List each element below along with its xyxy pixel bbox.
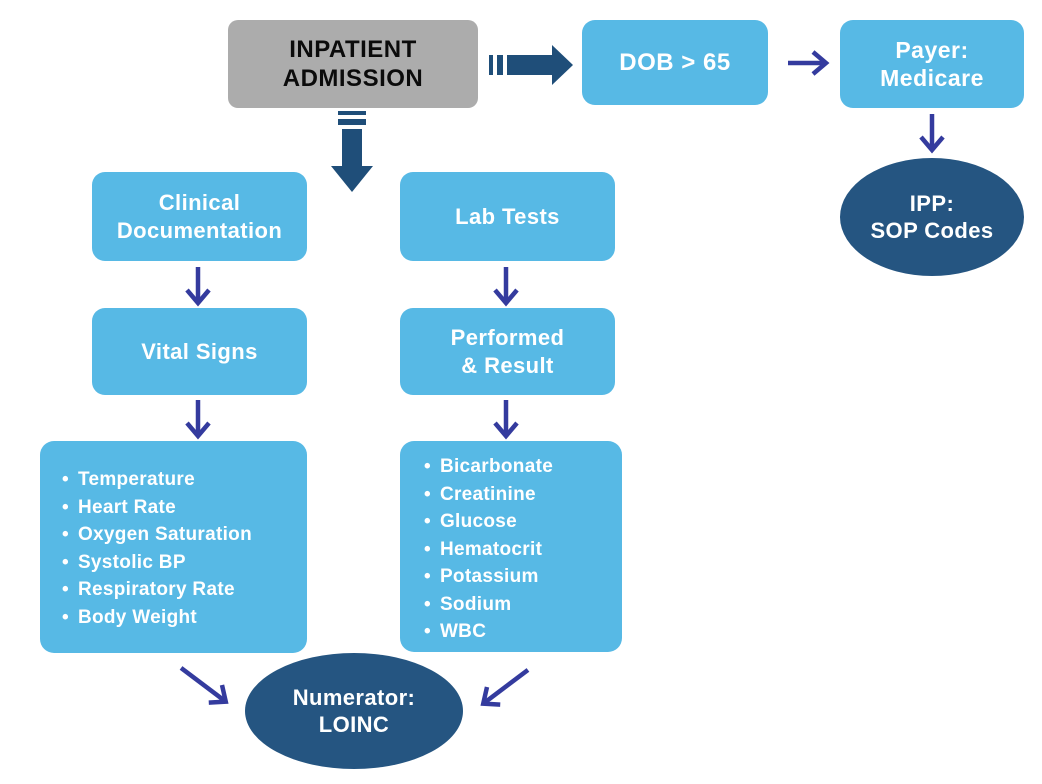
node-label: Payer: (895, 36, 969, 63)
node-label: Clinical (158, 190, 241, 216)
node-label: Medicare (880, 65, 984, 91)
list-item: Sodium (424, 591, 614, 619)
list-item: Body Weight (62, 604, 299, 632)
node-lab-tests: Lab Tests (400, 172, 615, 261)
node-payer-medicare: Payer: Medicare (840, 20, 1024, 108)
list-item: Potassium (424, 563, 614, 591)
node-label: DOB > 65 (619, 48, 731, 76)
down-arrow-icon (491, 265, 521, 309)
down-arrow-icon (917, 112, 947, 156)
node-inpatient-admission: INPATIENT ADMISSION (228, 20, 478, 108)
node-label: & Result (461, 352, 554, 378)
diagonal-down-left-arrow-icon (469, 656, 540, 720)
down-arrow-icon (183, 398, 213, 442)
list-item: Creatinine (424, 481, 614, 509)
list-item: Oxygen Saturation (62, 521, 299, 549)
diagonal-down-right-arrow-icon (170, 654, 241, 718)
list-item: Bicarbonate (424, 453, 614, 481)
vital-signs-items: TemperatureHeart RateOxygen SaturationSy… (62, 466, 299, 631)
node-ipp-sop-codes: IPP: SOP Codes (840, 158, 1024, 276)
node-label: Numerator: (292, 684, 416, 710)
down-arrow-icon (183, 265, 213, 309)
node-label: Lab Tests (455, 203, 560, 229)
node-label: LOINC (318, 712, 390, 737)
node-label: SOP Codes (870, 218, 994, 243)
node-numerator-loinc: Numerator: LOINC (245, 653, 463, 769)
down-arrow-icon (491, 398, 521, 442)
node-clinical-documentation: Clinical Documentation (92, 172, 307, 261)
list-item: Systolic BP (62, 549, 299, 577)
node-performed-result: Performed & Result (400, 308, 615, 395)
node-label: IPP: (909, 190, 955, 216)
striped-right-arrow-icon (489, 42, 575, 88)
list-item: Temperature (62, 466, 299, 494)
striped-down-arrow-icon (326, 111, 378, 193)
lab-tests-list: BicarbonateCreatinineGlucoseHematocritPo… (400, 441, 622, 652)
list-item: Glucose (424, 508, 614, 536)
lab-tests-items: BicarbonateCreatinineGlucoseHematocritPo… (424, 453, 614, 646)
list-item: Hematocrit (424, 536, 614, 564)
node-label: ADMISSION (282, 65, 424, 92)
node-dob-over-65: DOB > 65 (582, 20, 768, 105)
node-label: Vital Signs (141, 338, 258, 364)
node-vital-signs: Vital Signs (92, 308, 307, 395)
vital-signs-list: TemperatureHeart RateOxygen SaturationSy… (40, 441, 307, 653)
list-item: Respiratory Rate (62, 576, 299, 604)
list-item: Heart Rate (62, 494, 299, 522)
node-label: Performed (450, 325, 565, 351)
list-item: WBC (424, 618, 614, 646)
node-label: Documentation (116, 217, 283, 243)
node-label: INPATIENT (289, 35, 417, 63)
right-arrow-icon (786, 48, 832, 78)
